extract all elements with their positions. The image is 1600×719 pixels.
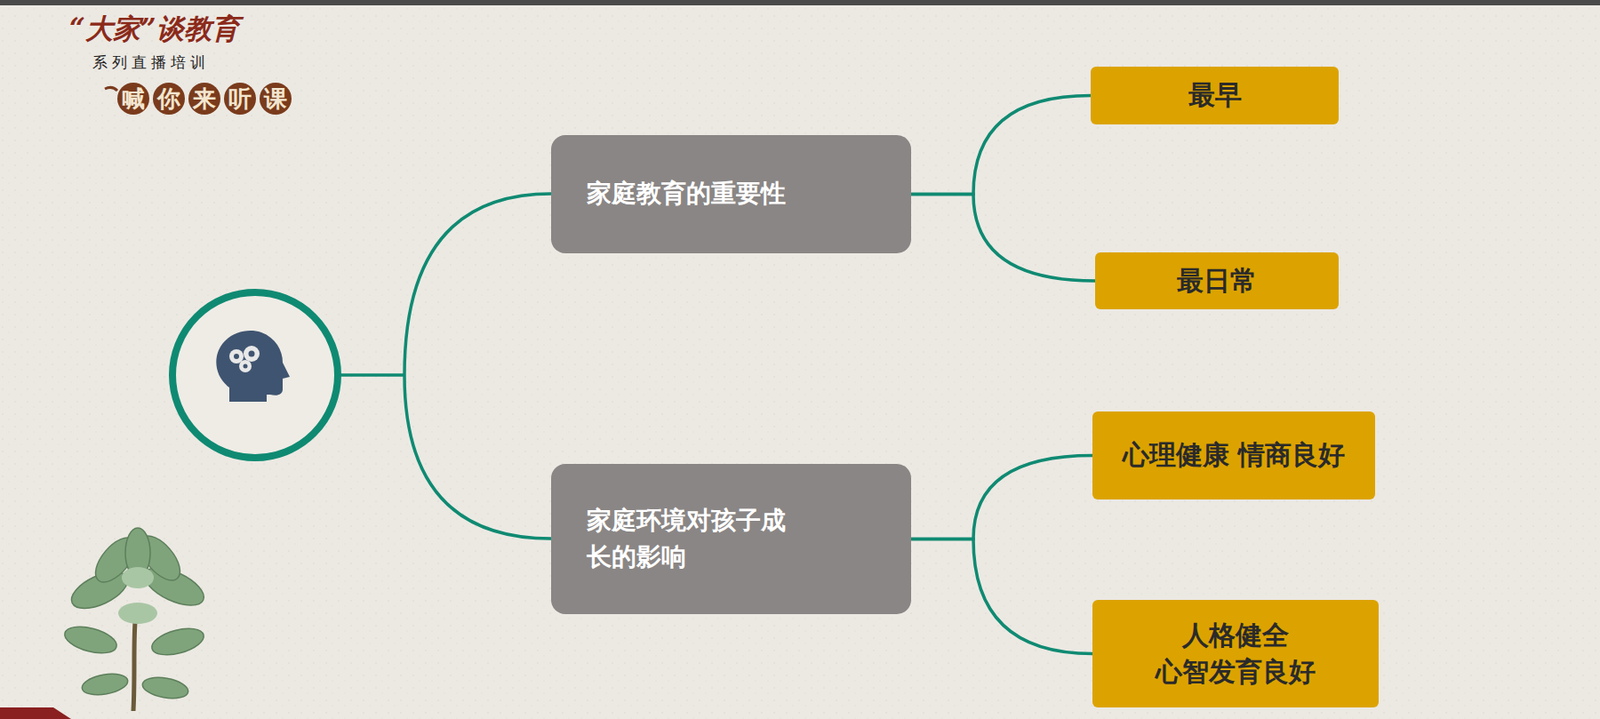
head-icon <box>216 330 290 402</box>
branch-connector <box>911 194 1096 282</box>
point-box: 人格健全 心智发育良好 <box>1092 600 1379 708</box>
branch-connector <box>911 96 1091 195</box>
point-box: 心理健康 情商良好 <box>1092 411 1376 500</box>
logo-slogan: 喊你来听课 <box>121 86 300 112</box>
branch-connector <box>911 539 1093 655</box>
branch-connector <box>911 456 1093 540</box>
box-text: 家庭环境对孩子成长的影响 <box>586 503 793 576</box>
point-box: 最日常 <box>1095 252 1339 310</box>
center-circle <box>172 292 338 458</box>
top-strip <box>0 0 1600 6</box>
corner-tab <box>0 707 72 719</box>
point-box: 最早 <box>1090 66 1339 125</box>
box-text: 最早 <box>1188 77 1242 114</box>
box-text: 家庭教育的重要性 <box>586 176 786 213</box>
box-text: 最日常 <box>1176 263 1257 300</box>
trunk-lines <box>339 193 552 539</box>
box-text: 人格健全 心智发育良好 <box>1110 617 1361 690</box>
box-text: 心理健康 情商良好 <box>1122 437 1345 474</box>
topic-box: 家庭环境对孩子成长的影响 <box>551 464 912 615</box>
topic-box: 家庭教育的重要性 <box>551 135 912 254</box>
plant-illustration <box>62 528 210 712</box>
logo-subtitle: 系列直播培训 <box>92 52 210 73</box>
logo-title: “大家”谈教育 <box>69 10 240 48</box>
